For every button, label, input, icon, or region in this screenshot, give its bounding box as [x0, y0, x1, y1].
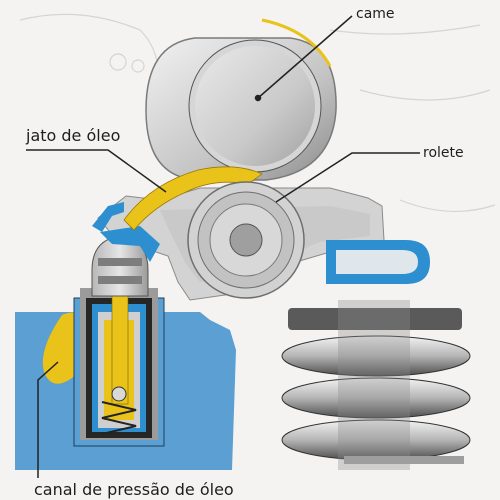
- cam-lobe: [145, 18, 337, 181]
- label-oil-jet: jato de óleo: [26, 126, 121, 145]
- leader-lines: [26, 15, 420, 478]
- oil-jet-spray: [123, 166, 263, 231]
- leader-line-jato: [26, 149, 167, 193]
- hydraulic-lifter: [73, 235, 165, 447]
- valve-spring: [281, 300, 471, 470]
- label-roller: rolete: [423, 145, 464, 161]
- leader-line-canal: [37, 361, 59, 478]
- rocker-oil-passage-left: [92, 202, 124, 232]
- label-cam: came: [356, 6, 395, 22]
- label-oil-pressure-channel: canal de pressão de óleo: [34, 480, 234, 499]
- leader-line-rolete: [275, 152, 420, 203]
- leader-dot-came: [254, 94, 262, 102]
- roller: [187, 181, 305, 299]
- leader-line-came: [257, 15, 353, 99]
